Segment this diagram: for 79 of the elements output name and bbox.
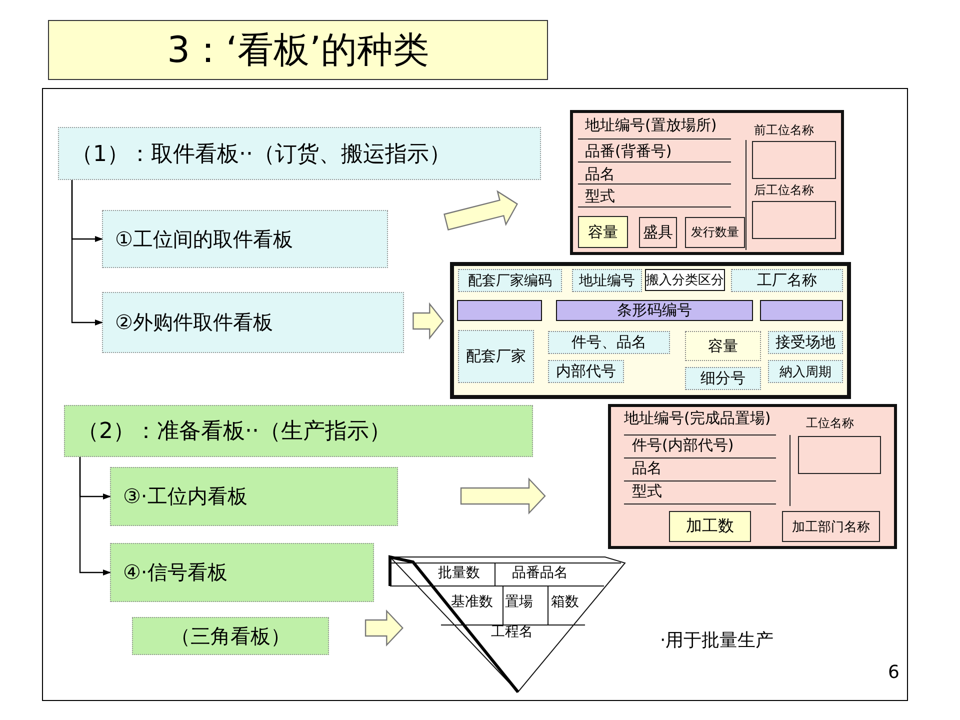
- field-cell: [685, 367, 761, 390]
- field-label: 容量: [708, 336, 738, 356]
- kanban-type-text: ②外购件取件看板: [115, 309, 273, 336]
- field-label: 地址编号: [579, 272, 635, 290]
- field-cell: [768, 331, 843, 354]
- field-label: 件号、品名: [572, 333, 646, 352]
- field-label: 箱数: [551, 593, 579, 611]
- field-label: 品名: [585, 165, 615, 184]
- field-label: 型式: [632, 482, 662, 501]
- field-cell: [685, 331, 761, 361]
- field-cell: [458, 269, 562, 292]
- kanban-card: [608, 404, 897, 549]
- block-arrow: [444, 190, 518, 230]
- field-cell: [458, 330, 534, 383]
- field-label: 批量数: [438, 564, 480, 582]
- field-cell: [731, 269, 843, 292]
- field-cell: [578, 216, 628, 248]
- field-cell: [685, 217, 745, 248]
- field-label: 基准数: [451, 593, 493, 611]
- block-arrow: [412, 302, 444, 340]
- kanban-type-text: （1）：取件看板··（订货、搬运指示）: [71, 140, 451, 168]
- block-arrow: [460, 477, 546, 515]
- field-label: 工位名称: [806, 415, 854, 432]
- field-cell: [639, 217, 677, 248]
- field-cell: [548, 360, 624, 383]
- field-label: 地址编号(完成品置場): [624, 409, 771, 428]
- kanban-type-box: [102, 292, 404, 353]
- field-label: 配套厂家: [466, 347, 526, 366]
- kanban-type-box: [132, 617, 329, 655]
- field-label: 细分号: [700, 369, 746, 388]
- field-label: 发行数量: [691, 224, 739, 241]
- field-label: 加工数: [686, 516, 734, 537]
- field-label: 容量: [588, 222, 618, 242]
- field-label: 搬入分类区分: [646, 272, 724, 289]
- field-label: 置場: [505, 593, 533, 611]
- page-number: 6: [888, 662, 900, 683]
- kanban-type-box: [110, 543, 374, 602]
- barcode-bar: [457, 300, 542, 321]
- tree-connector: [71, 180, 103, 326]
- field-label: 品番品名: [512, 564, 568, 582]
- field-label: 品番(背番号): [585, 142, 672, 161]
- field-label: 件号(内部代号): [632, 436, 734, 455]
- category-box: [58, 127, 541, 180]
- field-cell: [669, 511, 751, 542]
- field-label: 地址编号(置放場所): [585, 116, 717, 135]
- barcode-bar: [760, 300, 843, 321]
- tree-connector: [79, 457, 111, 576]
- slide-title: 3：‘看板’的种类: [48, 20, 548, 80]
- field-label: 型式: [585, 187, 615, 206]
- field-label: 納入周期: [780, 364, 832, 380]
- kanban-type-text: （2）：准备看板··（生产指示）: [77, 418, 391, 446]
- field-label: 盛具: [643, 223, 673, 242]
- field-cell: [782, 511, 880, 542]
- category-box: [64, 405, 533, 457]
- field-cell: [548, 331, 670, 354]
- kanban-type-text: ④·信号看板: [123, 559, 228, 586]
- kanban-type-text: ①工位间的取件看板: [115, 226, 293, 252]
- field-label: 加工部门名称: [792, 518, 870, 536]
- kanban-card: [570, 110, 844, 255]
- field-label: 接受场地: [776, 333, 836, 352]
- field-cell: [572, 269, 642, 292]
- field-cell: [768, 360, 843, 383]
- field-label: 前工位名称: [754, 122, 814, 139]
- field-label: 工程名: [491, 623, 533, 641]
- field-label: 工厂名称: [757, 271, 817, 290]
- block-arrow: [364, 609, 404, 647]
- kanban-type-box: [110, 467, 398, 526]
- field-label: 条形码编号: [617, 301, 692, 320]
- field-label: 后工位名称: [754, 182, 814, 199]
- field-label: 品名: [632, 459, 662, 478]
- kanban-type-box: [102, 210, 388, 268]
- triangle-kanban: [387, 555, 627, 695]
- kanban-type-text: （三角看板）: [170, 622, 290, 650]
- field-label: 内部代号: [556, 362, 616, 381]
- field-label: 配套厂家编码: [468, 272, 552, 290]
- field-cell: [556, 300, 753, 321]
- kanban-type-text: ③·工位内看板: [123, 483, 248, 510]
- note-text: ·用于批量生产: [660, 629, 774, 652]
- kanban-card: [450, 262, 851, 399]
